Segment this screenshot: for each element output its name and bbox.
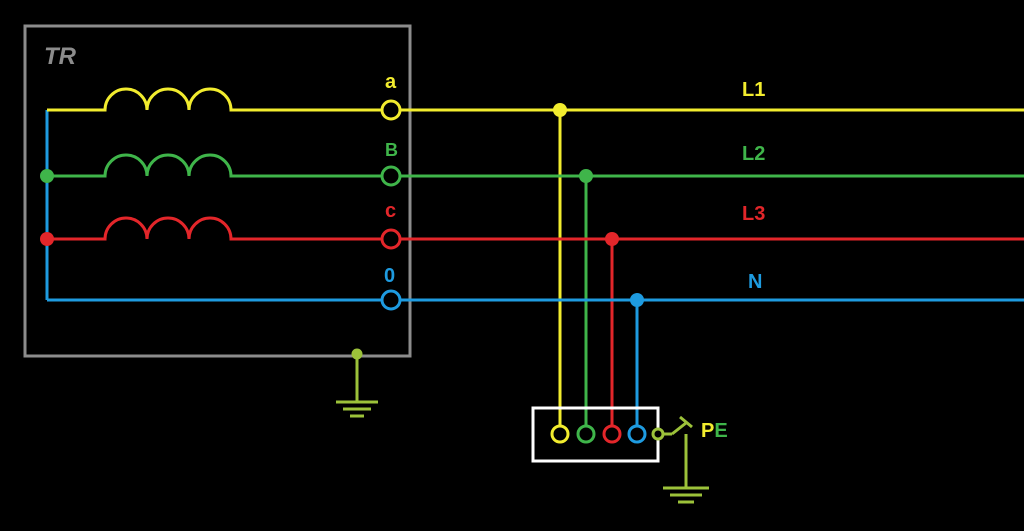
pe-ground-icon: [651, 415, 709, 504]
star-dot-b: [40, 169, 54, 183]
neutral: [47, 298, 1024, 425]
terminal-b: [380, 165, 402, 187]
terminal-0: [380, 289, 402, 311]
consumer-terminal-l2: [576, 424, 596, 444]
line-label-l2: L2: [742, 143, 765, 165]
line-label-l3: L3: [742, 203, 765, 225]
star-dot-c: [40, 232, 54, 246]
transformer-ground-icon: [336, 348, 378, 418]
phase-c: [47, 216, 1024, 425]
terminal-a: [380, 99, 402, 121]
line-label-n: N: [748, 271, 762, 293]
junction-l2: [579, 169, 593, 183]
consumer-terminal-l3: [602, 424, 622, 444]
terminal-c-label: c: [385, 200, 396, 222]
consumer-terminal-n: [627, 424, 647, 444]
terminal-c: [380, 228, 402, 250]
transformer-frame: [23, 24, 412, 358]
junction-l1: [553, 103, 567, 117]
pe-label-e: E: [714, 420, 727, 442]
junction-n: [630, 293, 644, 307]
terminal-b-label: B: [385, 140, 398, 160]
phase-a: [47, 87, 1024, 425]
junction-l3: [605, 232, 619, 246]
pe-label-p: P: [701, 420, 714, 442]
pe-label: PE: [701, 420, 728, 442]
consumer-terminal-l1: [550, 424, 570, 444]
terminal-0-label: 0: [384, 265, 395, 287]
phase-b: [47, 153, 1024, 425]
transformer-label: TR: [44, 43, 77, 70]
line-label-l1: L1: [742, 79, 765, 101]
terminal-a-label: a: [385, 71, 397, 93]
